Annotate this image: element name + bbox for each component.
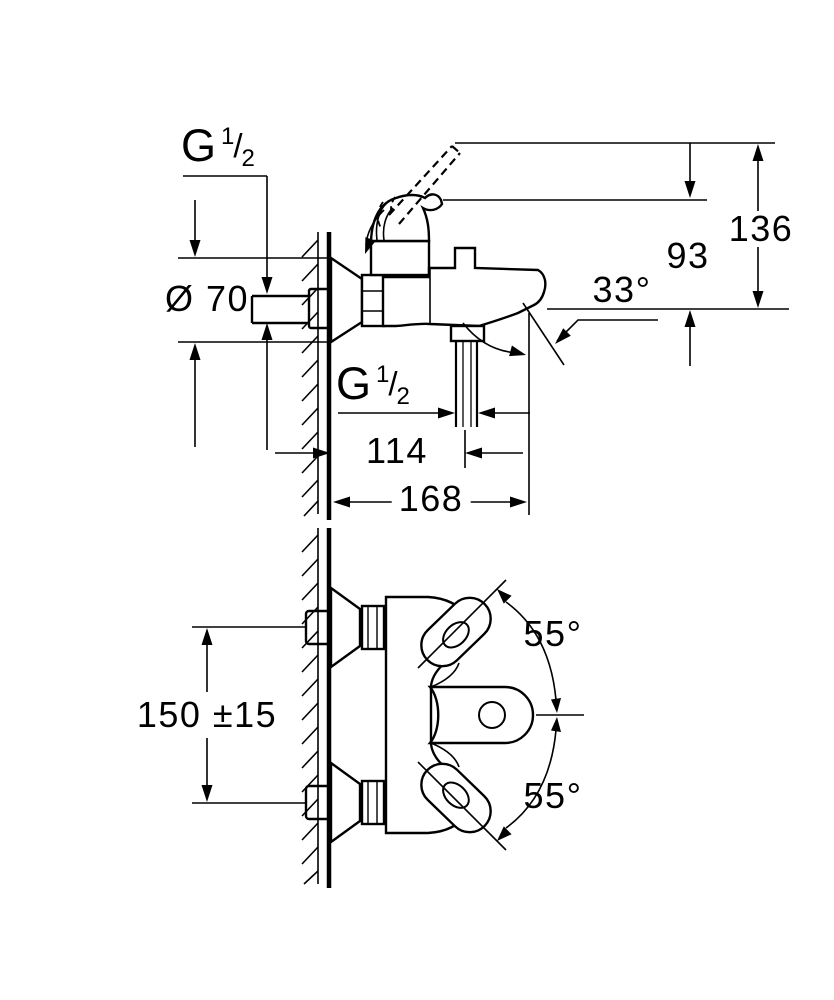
thread-denominator: 2 — [396, 383, 410, 410]
union-nut-facets — [362, 290, 384, 312]
angle-leader — [556, 319, 658, 342]
cartridge-collar — [369, 239, 431, 277]
thread-slash: / — [388, 365, 398, 402]
shower-outlet-pipe — [454, 341, 479, 427]
side-view — [178, 142, 789, 520]
escutcheon-lower — [329, 760, 362, 845]
wall-hatching-side — [301, 239, 319, 517]
dim-150-extension-lines — [192, 626, 306, 804]
dim-114-line — [275, 430, 523, 468]
handle-lever — [369, 193, 444, 243]
flow-arc-arrowhead — [509, 345, 526, 357]
dim-outlet-offset: 114 — [359, 433, 435, 469]
union-nut-side — [360, 273, 386, 328]
thread-letter: G — [336, 358, 372, 409]
lug-hole-lower — [442, 781, 470, 809]
mixer-body-side — [381, 246, 547, 328]
dim-escutcheon-diameter: Ø 70 — [164, 278, 250, 319]
swivel-arc-lower — [505, 729, 557, 829]
thread-slash: / — [233, 127, 243, 164]
swivel-line-lower — [417, 761, 507, 851]
thread-numerator: 1 — [221, 123, 235, 150]
wall-hatching-front — [301, 534, 319, 885]
escutcheon-upper — [329, 585, 362, 670]
angle-leader-arrowhead — [555, 328, 571, 344]
dim-spout-angle: 33° — [592, 269, 652, 310]
dim-swivel-lower: 55° — [523, 775, 583, 816]
handle-raised-dashed — [388, 145, 461, 225]
thread-top-leader — [183, 175, 268, 450]
handle-screw — [478, 701, 506, 729]
handle-lift-arrowhead — [365, 237, 376, 254]
dim-total-height: 136 — [721, 211, 801, 247]
dim-height-93: 93 — [666, 235, 710, 276]
dim-total-reach: 168 — [391, 481, 471, 517]
supply-pipe — [250, 294, 310, 325]
lug-hole-upper — [442, 621, 470, 649]
dim-inlet-spacing: 150 ±15 — [129, 697, 285, 733]
body-blend-curves — [430, 662, 460, 768]
dia70-extension-lines — [178, 257, 331, 343]
thread-denominator: 2 — [241, 145, 255, 172]
swivel-arc-upper — [505, 601, 557, 701]
thread-numerator: 1 — [376, 361, 390, 388]
union-nut-upper — [360, 604, 386, 651]
escutcheon-side — [329, 255, 364, 345]
swivel-line-upper — [417, 579, 507, 669]
shower-outlet-pipe-inner — [462, 341, 472, 427]
union-nut-lower — [360, 779, 386, 826]
front-view — [192, 528, 584, 888]
spout-angle-line — [522, 302, 565, 366]
thread-letter: G — [181, 120, 217, 171]
handle-swing-dashed-arcs — [376, 196, 396, 229]
dim-swivel-upper: 55° — [523, 613, 583, 654]
